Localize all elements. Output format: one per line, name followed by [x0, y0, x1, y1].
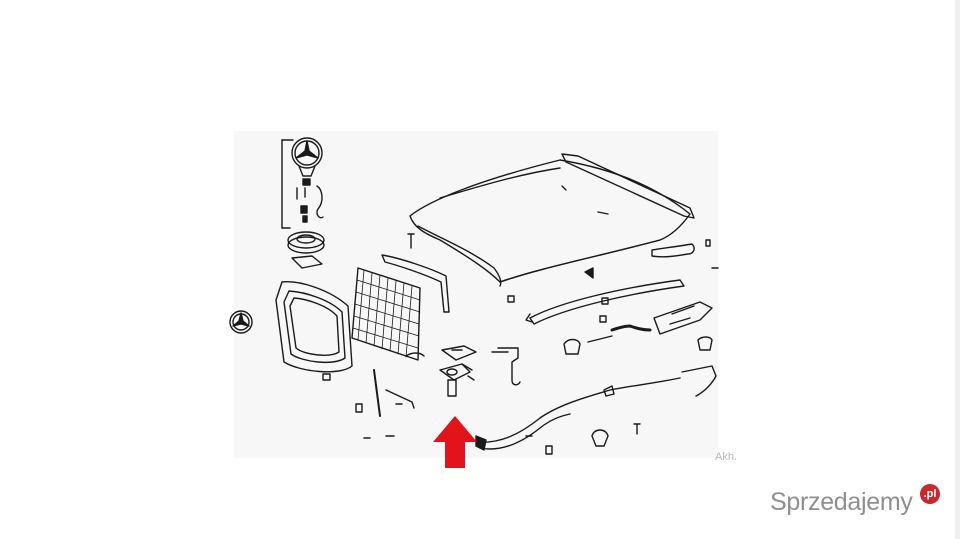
lower-bolt-2 — [363, 435, 395, 439]
grille-seal-strip — [381, 254, 450, 313]
lower-bracket — [385, 389, 415, 409]
hood-star-emblem — [291, 137, 323, 177]
diagram-corner-label: Akh. — [715, 451, 738, 463]
release-handle-bolt — [633, 423, 641, 435]
grille-mesh — [351, 267, 421, 361]
lower-bolt-1 — [355, 403, 363, 413]
rod-bolt-2 — [601, 297, 609, 305]
hood-hinge-arm — [651, 243, 695, 258]
grille-clip — [405, 352, 425, 357]
hood-release-cable — [475, 365, 717, 451]
red-arrow-indicator — [433, 416, 477, 468]
diagram-background — [234, 131, 718, 458]
watermark-logo-text: Sprzedajemy — [770, 488, 913, 516]
emblem-gasket — [291, 255, 323, 269]
hood-latch-hook — [491, 347, 521, 386]
page-edge-strip — [955, 0, 960, 539]
hinge-spring-assembly — [587, 301, 713, 343]
lower-rod — [373, 369, 381, 417]
rubber-bumper — [697, 336, 713, 351]
hood-support-rod — [525, 279, 685, 325]
grille-nut — [322, 373, 331, 381]
watermark-badge: .pl — [920, 484, 940, 504]
rod-bolt — [507, 295, 515, 303]
hood-lock-assembly — [439, 345, 477, 397]
grille-frame — [275, 281, 353, 373]
cable-grommet — [591, 429, 609, 447]
rubber-stop — [563, 338, 581, 355]
emblem-fastener-stack — [281, 139, 324, 229]
hood-hinge-bolt — [705, 239, 711, 247]
cable-clip — [545, 445, 553, 455]
hood-panel — [409, 153, 695, 287]
grille-star-emblem — [229, 310, 253, 334]
seal-clip — [407, 233, 415, 249]
emblem-base-cap — [287, 231, 325, 254]
